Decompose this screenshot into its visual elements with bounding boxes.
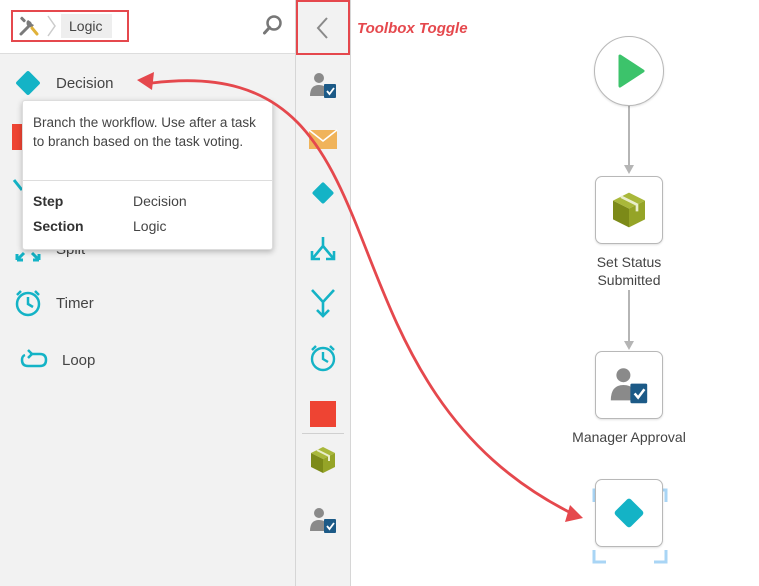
merge-icon[interactable] xyxy=(308,287,338,319)
breadcrumb-separator-icon xyxy=(47,15,56,37)
strip-stop-button[interactable] xyxy=(306,397,340,431)
chevron-left-icon[interactable] xyxy=(315,16,331,40)
set-status-node-label: Set Status Submitted xyxy=(570,253,688,289)
timer-icon xyxy=(12,287,44,319)
tooltip-value-step: Decision xyxy=(133,193,187,209)
set-status-cube-icon xyxy=(613,192,645,228)
connector-arrow-icon xyxy=(624,341,634,350)
manager-approval-node[interactable] xyxy=(595,351,663,419)
split-icon[interactable] xyxy=(308,234,338,264)
manager-approval-node-label: Manager Approval xyxy=(572,429,686,445)
strip-set-status-button[interactable] xyxy=(306,443,340,477)
split-icon xyxy=(12,233,44,265)
stop-icon xyxy=(12,124,24,150)
decision-diamond-icon[interactable] xyxy=(308,178,338,208)
search-icon[interactable] xyxy=(262,14,284,36)
tooltip-key-step: Step xyxy=(33,193,64,209)
email-icon[interactable] xyxy=(308,127,338,151)
breadcrumb[interactable]: Logic xyxy=(11,10,129,42)
strip-user-approval-button[interactable] xyxy=(306,68,340,102)
play-icon xyxy=(618,54,645,88)
toolbox-toggle-annotation: Toolbox Toggle xyxy=(357,20,468,37)
toolbox-header: Logic xyxy=(0,0,295,54)
strip-user-approval-button[interactable] xyxy=(306,503,340,537)
merge-icon xyxy=(12,179,24,191)
toolbox-item-label: Timer xyxy=(56,294,94,312)
toolbox-item-loop[interactable]: Loop xyxy=(0,338,290,382)
loop-icon xyxy=(18,344,50,376)
search-button[interactable] xyxy=(261,13,285,37)
toolbox-icon-strip xyxy=(296,0,351,586)
strip-decision-button[interactable] xyxy=(306,176,340,210)
tooltip-value-section: Logic xyxy=(133,218,167,234)
tooltip-key-section: Section xyxy=(33,218,84,234)
toolbox-item-decision[interactable]: Decision xyxy=(0,61,290,105)
toolbox-item-label: Decision xyxy=(56,74,114,92)
toolbox-item-label: Loop xyxy=(62,351,96,369)
decision-tooltip: Branch the workflow. Use after a task to… xyxy=(22,100,273,250)
user-approval-icon xyxy=(610,368,648,404)
breadcrumb-section[interactable]: Logic xyxy=(61,14,113,38)
set-status-node[interactable] xyxy=(595,176,663,244)
strip-divider xyxy=(302,433,344,434)
set-status-node-label-line2: Submitted xyxy=(597,272,661,288)
user-approval-icon[interactable] xyxy=(308,505,338,535)
strip-timer-button[interactable] xyxy=(306,341,340,375)
connector-arrow-icon xyxy=(624,165,634,174)
decision-node[interactable] xyxy=(595,479,663,547)
timer-icon[interactable] xyxy=(308,343,338,373)
decision-diamond-icon xyxy=(12,67,44,99)
strip-split-button[interactable] xyxy=(306,232,340,266)
set-status-cube-icon[interactable] xyxy=(308,445,338,475)
tooltip-divider xyxy=(23,180,272,181)
tooltip-description: Branch the workflow. Use after a task to… xyxy=(33,115,256,149)
stop-icon[interactable] xyxy=(310,401,336,427)
user-approval-icon[interactable] xyxy=(308,70,338,100)
decision-diamond-icon xyxy=(614,498,644,528)
toolbox-toggle-button[interactable] xyxy=(296,0,350,55)
set-status-node-label-line1: Set Status xyxy=(596,254,662,270)
strip-email-button[interactable] xyxy=(306,122,340,156)
strip-merge-button[interactable] xyxy=(306,286,340,320)
toolbox-panel: Logic Decision Split xyxy=(0,0,296,586)
start-node[interactable] xyxy=(594,36,664,106)
arrowhead-icon xyxy=(565,505,583,522)
toolbox-item-timer[interactable]: Timer xyxy=(0,281,290,325)
tools-icon[interactable] xyxy=(17,14,41,38)
